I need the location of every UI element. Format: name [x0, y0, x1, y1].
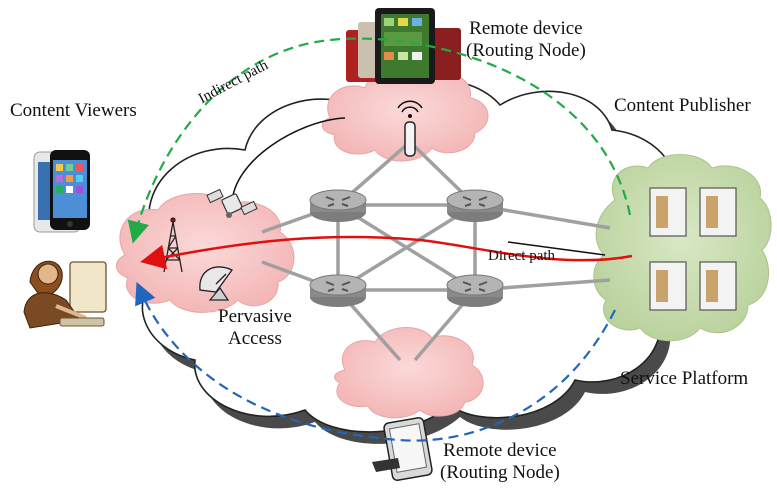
- bottom-pink-cloud: [334, 326, 484, 419]
- satellite-dish-icon: [199, 266, 233, 301]
- label-line: (Routing Node): [440, 462, 560, 483]
- label-line: (Routing Node): [466, 40, 586, 61]
- router-icon: [446, 189, 504, 222]
- pervasive-access-label: Pervasive Access: [218, 306, 292, 350]
- tablet-icon: [346, 8, 461, 84]
- smartphone-icon: [33, 150, 90, 233]
- content-viewers-label: Content Viewers: [10, 100, 137, 121]
- indirect-path-top: [127, 37, 632, 244]
- remote-device-top-label: Remote device (Routing Node): [466, 18, 586, 62]
- remote-device-bottom-label: Remote device (Routing Node): [440, 440, 560, 484]
- label-line: Pervasive: [218, 306, 292, 327]
- connector-right: [507, 241, 606, 256]
- connector-top: [231, 117, 346, 206]
- router-icon: [309, 189, 367, 222]
- label-line: Remote device: [469, 18, 583, 39]
- satellite-icon: [206, 188, 258, 218]
- connector-lines: [231, 117, 606, 256]
- direct-path-label: Direct path: [488, 248, 556, 264]
- direct-path-arrow: [140, 235, 633, 270]
- user-at-computer-icon: [23, 260, 107, 329]
- left-pink-cloud: [115, 193, 295, 313]
- router-icon: [446, 274, 504, 307]
- router-icon: [309, 274, 367, 307]
- wifi-antenna-icon: [397, 100, 423, 157]
- tablet-icon: [372, 417, 433, 481]
- label-line: Remote device: [443, 440, 557, 461]
- service-platform-label: Service Platform: [620, 368, 749, 389]
- label-line: Access: [228, 328, 282, 349]
- server-rack-icon: [649, 187, 737, 311]
- content-publisher-label: Content Publisher: [614, 95, 751, 116]
